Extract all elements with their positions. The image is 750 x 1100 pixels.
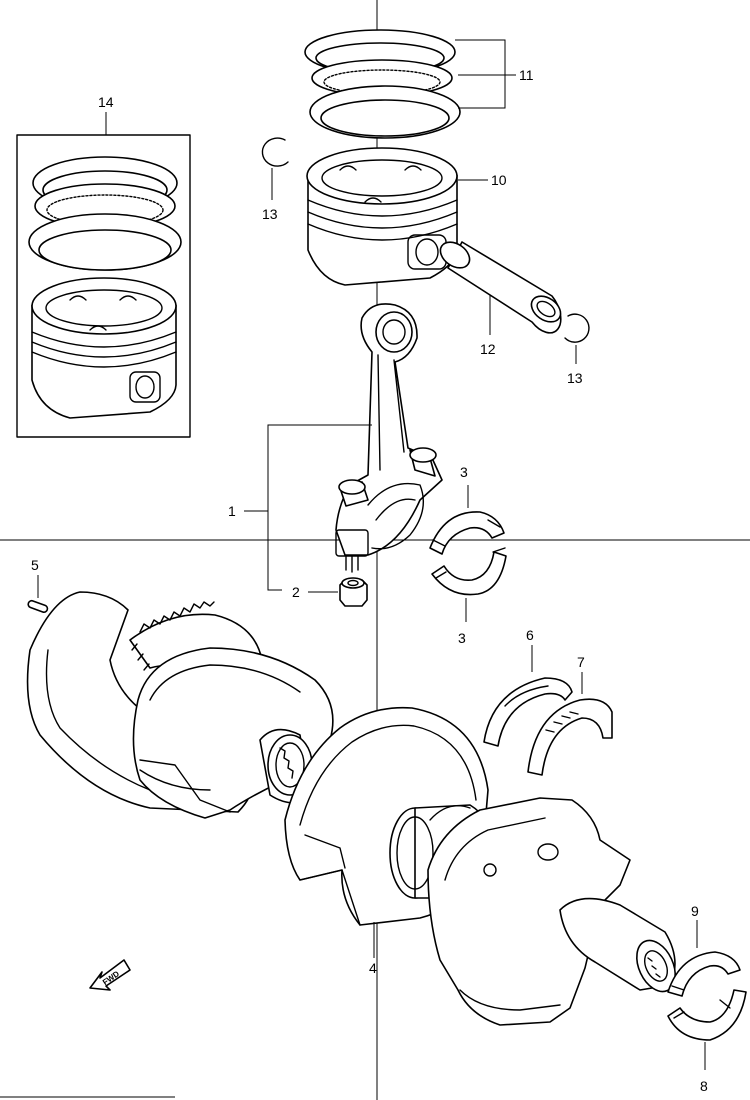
label-10: 10 (491, 172, 507, 188)
conrod-nut[interactable] (339, 577, 368, 607)
crankshaft-thrust-bearing-upper[interactable] (483, 677, 573, 747)
label-7: 7 (577, 654, 585, 670)
label-2: 2 (292, 584, 300, 600)
conrod-bearing-lower[interactable] (431, 547, 507, 596)
crankshaft-thrust-bearing-lower[interactable] (527, 698, 613, 776)
label-3-lower: 3 (458, 630, 466, 646)
label-8: 8 (700, 1078, 708, 1094)
piston[interactable] (306, 147, 458, 286)
label-3-upper: 3 (460, 464, 468, 480)
label-1: 1 (228, 503, 236, 519)
main-bearing-lower[interactable] (667, 989, 747, 1041)
label-6: 6 (526, 627, 534, 643)
piston-rings[interactable] (304, 29, 461, 139)
circlip-left[interactable] (261, 137, 289, 167)
dowel-pin[interactable] (27, 599, 49, 613)
label-9: 9 (691, 903, 699, 919)
label-11: 11 (519, 67, 534, 83)
piston-set-assembly[interactable] (16, 134, 191, 438)
main-bearing-upper[interactable] (667, 951, 741, 997)
label-12: 12 (480, 341, 496, 357)
label-13-right: 13 (567, 370, 583, 386)
crankshaft[interactable] (26, 591, 683, 1026)
piston-pin[interactable] (436, 237, 566, 334)
label-5: 5 (31, 557, 39, 573)
conrod-bearing-upper[interactable] (429, 511, 505, 555)
label-13-left: 13 (262, 206, 278, 222)
label-14: 14 (98, 94, 114, 110)
forward-direction-arrow: FWD (89, 959, 131, 991)
connecting-rod[interactable] (335, 303, 443, 573)
label-4: 4 (369, 960, 377, 976)
circlip-right[interactable] (564, 313, 590, 343)
